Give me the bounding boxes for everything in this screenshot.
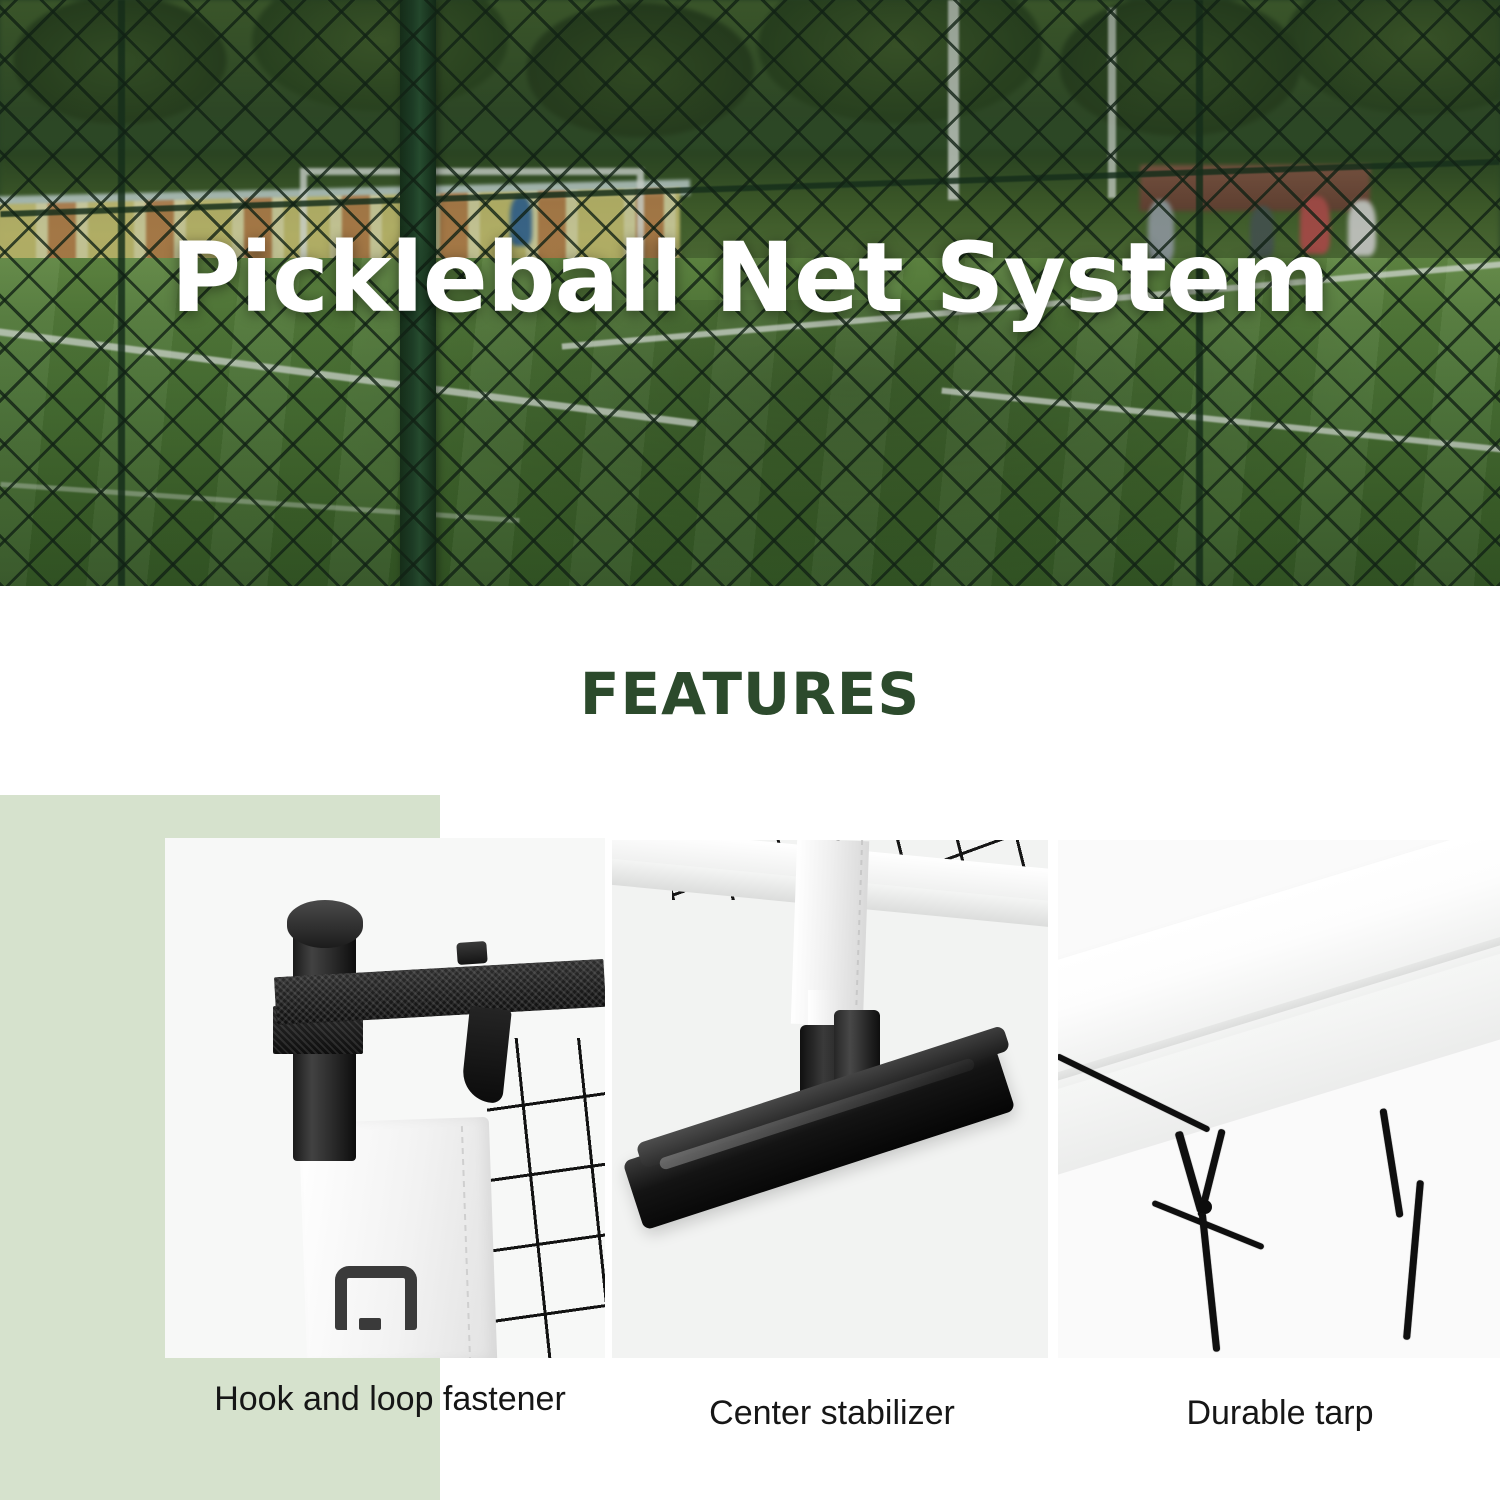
photo-tint-overlay	[0, 0, 1500, 586]
chain-link-fence	[0, 0, 1500, 586]
feature-image-durable-tarp	[1058, 840, 1500, 1358]
feature-caption-3: Durable tarp	[1186, 1394, 1374, 1432]
net-mesh	[487, 1038, 605, 1358]
net-knot	[1198, 1200, 1212, 1214]
hero-photo	[0, 0, 1500, 586]
feature-caption-2: Center stabilizer	[709, 1394, 955, 1432]
features-heading: FEATURES	[579, 660, 921, 728]
page-title: Pickleball Net System	[170, 222, 1330, 334]
brand-logo-mark	[335, 1266, 417, 1330]
feature-caption-1: Hook and loop fastener	[214, 1380, 566, 1418]
feature-image-hook-and-loop-fastener	[165, 838, 605, 1358]
strap-buckle	[456, 940, 488, 966]
post-cap	[287, 900, 363, 948]
feature-image-center-stabilizer	[612, 840, 1048, 1358]
hero-banner: Pickleball Net System	[0, 0, 1500, 586]
